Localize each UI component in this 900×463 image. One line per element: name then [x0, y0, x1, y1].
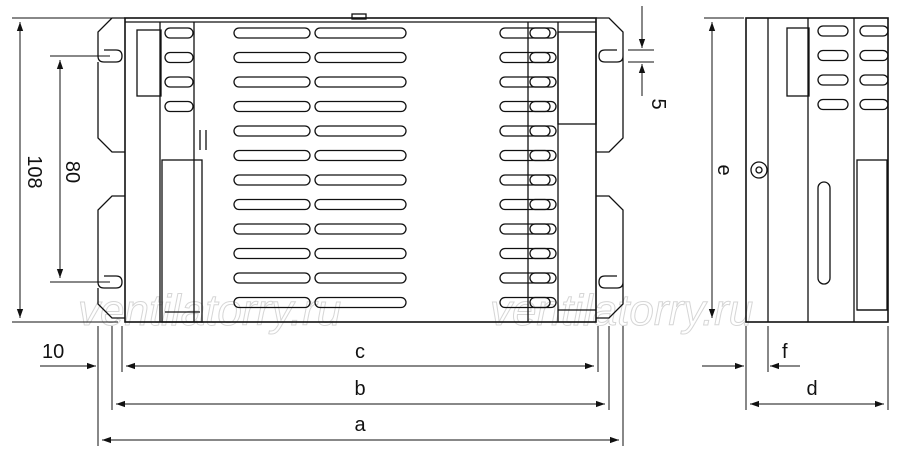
vent-slot	[529, 100, 557, 113]
ventilation-slots	[164, 27, 557, 309]
left-terminal	[136, 29, 162, 97]
vent-slot	[529, 27, 557, 39]
vent-slot	[499, 174, 551, 186]
dim-108: 108	[23, 155, 45, 188]
side-terminal	[786, 27, 810, 97]
vent-slot	[164, 100, 194, 113]
vent-slot	[499, 76, 551, 88]
vent-slot	[314, 272, 407, 284]
vent-slot	[499, 272, 551, 284]
vent-slot	[499, 296, 551, 309]
vent-slot	[314, 174, 407, 186]
side-screw	[750, 161, 768, 179]
vent-slot	[233, 100, 311, 113]
vent-slot	[233, 149, 311, 162]
left-mount-flange	[97, 17, 125, 319]
dim-b: b	[354, 378, 365, 400]
vent-slot	[529, 272, 557, 284]
housing-body	[124, 17, 597, 323]
front-view	[97, 13, 624, 323]
vent-slot	[233, 51, 311, 64]
vent-slot	[314, 223, 407, 235]
side-ventilation-slots	[817, 25, 889, 111]
vent-slot	[859, 98, 889, 111]
vent-slot	[529, 198, 557, 211]
vent-slot	[817, 74, 849, 86]
vent-slot	[233, 27, 311, 39]
vent-slot	[314, 198, 407, 211]
watermark-left: ventilatorry.ru	[78, 286, 341, 335]
side-window	[817, 181, 831, 285]
vent-slot	[499, 149, 551, 162]
vent-slot	[499, 27, 551, 39]
vent-slot	[314, 125, 407, 137]
vent-slot	[233, 247, 311, 260]
vent-slot	[164, 27, 194, 39]
watermark: ventilatorry.ru ventilatorry.ru	[78, 286, 754, 336]
vent-slot	[499, 125, 551, 137]
vent-slot	[233, 296, 311, 309]
vent-slot	[233, 174, 311, 186]
vent-slot	[859, 49, 889, 62]
vent-slot	[314, 51, 407, 64]
dim-e: e	[713, 164, 735, 175]
vent-slot	[233, 76, 311, 88]
vent-slot	[499, 247, 551, 260]
side-dimension-labels: e f d	[713, 164, 818, 400]
vent-slot	[529, 223, 557, 235]
vent-slot	[859, 25, 889, 37]
vent-slot	[233, 272, 311, 284]
vent-slot	[164, 76, 194, 88]
vent-slot	[233, 125, 311, 137]
vent-slot	[817, 49, 849, 62]
side-housing	[745, 17, 889, 323]
vent-slot	[233, 223, 311, 235]
side-view	[745, 17, 889, 323]
vent-slot	[529, 174, 557, 186]
vent-slot	[529, 149, 557, 162]
dim-10: 10	[42, 341, 64, 363]
dim-80: 80	[61, 161, 83, 183]
dim-d: d	[806, 378, 817, 400]
vent-slot	[529, 51, 557, 64]
watermark-right: ventilatorry.ru	[490, 286, 753, 335]
vent-slot	[529, 76, 557, 88]
vent-slot	[314, 27, 407, 39]
vent-slot	[529, 296, 557, 309]
dim-5: 5	[647, 98, 669, 109]
vent-slot	[817, 25, 849, 37]
dim-c: c	[355, 341, 365, 363]
vent-slot	[314, 296, 407, 309]
vent-slot	[164, 51, 194, 64]
vent-slot	[499, 100, 551, 113]
front-dimension-labels: 108 80 10 c b a 5	[23, 98, 669, 436]
side-dimensions	[702, 17, 889, 410]
vent-slot	[233, 198, 311, 211]
vent-slot	[499, 51, 551, 64]
vent-slot	[314, 100, 407, 113]
vent-slot	[529, 125, 557, 137]
vent-slot	[859, 74, 889, 86]
vent-slot	[314, 247, 407, 260]
vent-slot	[314, 149, 407, 162]
vent-slot	[817, 98, 849, 111]
vent-slot	[499, 198, 551, 211]
vent-slot	[314, 76, 407, 88]
right-terminal	[557, 31, 597, 125]
vent-slot	[529, 247, 557, 260]
front-dimensions	[12, 6, 654, 446]
side-lower-block	[856, 159, 888, 311]
vent-slot	[499, 223, 551, 235]
dim-a: a	[354, 414, 366, 436]
dim-f: f	[782, 341, 788, 363]
right-mount-flange	[596, 17, 624, 319]
left-lower-block	[161, 159, 203, 323]
